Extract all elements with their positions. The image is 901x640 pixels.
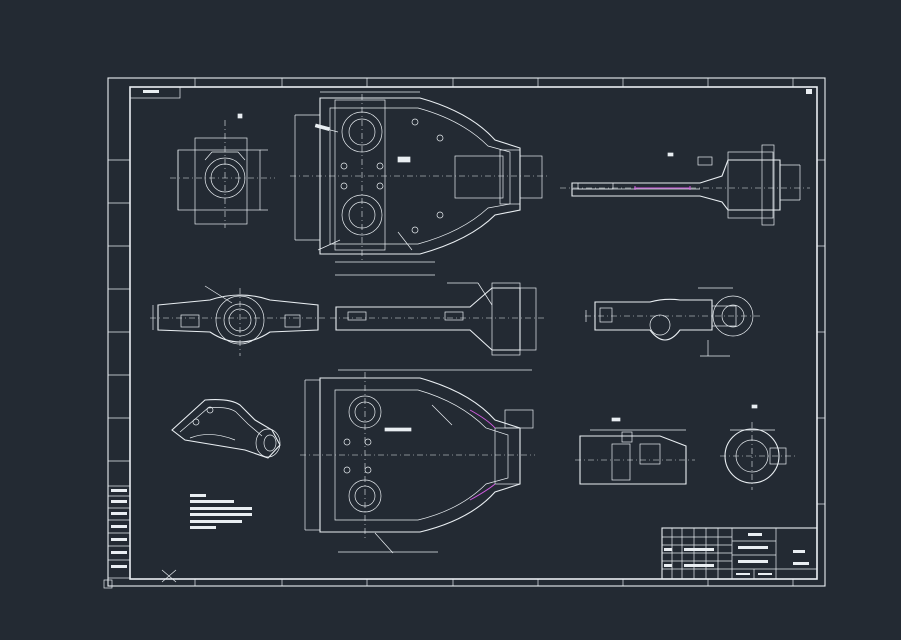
circular-end-detail [720,404,795,490]
end-view-top-left [170,113,275,228]
sheet-frame [103,77,826,589]
plan-view-large [300,369,535,554]
bottom-elevation-view [330,282,545,356]
side-view-boss [150,285,325,356]
section-view-top-right [560,144,810,226]
isometric-view [171,399,281,459]
side-view-right [585,287,760,357]
title-block [661,527,818,580]
technical-notes-block [190,494,252,529]
detail-section-view [575,417,695,485]
front-view-main [290,91,550,276]
